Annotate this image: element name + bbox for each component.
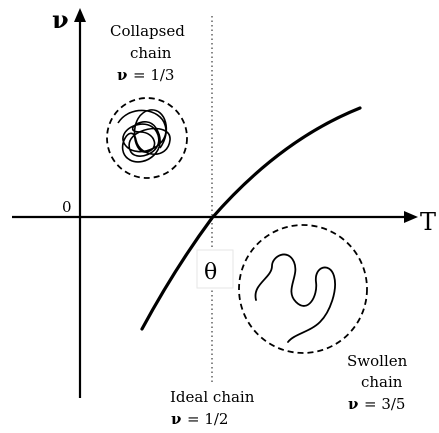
swollen-nu-symbol: ν	[348, 395, 358, 413]
ideal-caption-line1: Ideal chain	[170, 388, 255, 406]
swollen-chain-coil	[255, 254, 335, 342]
ideal-nu-symbol: ν	[171, 410, 181, 428]
origin-label: 0	[62, 198, 72, 216]
y-axis-arrowhead	[74, 8, 86, 22]
collapsed-caption-line1: Collapsed	[110, 22, 185, 40]
collapsed-chain-coil	[118, 110, 170, 162]
collapsed-caption-line2: chain	[130, 44, 172, 62]
swollen-caption-line2: chain	[361, 373, 403, 391]
ideal-nu-value: = 1/2	[187, 410, 228, 428]
swollen-caption-line1: Swollen	[347, 352, 408, 370]
collapsed-nu-symbol: ν	[117, 66, 127, 84]
swollen-chain-circle	[239, 225, 367, 353]
swollen-nu-value: = 3/5	[364, 395, 405, 413]
x-axis-arrowhead	[404, 211, 418, 223]
y-axis-label: ν	[52, 5, 69, 34]
nu-vs-temperature-curve	[142, 108, 360, 329]
theta-label: θ	[204, 260, 217, 285]
x-axis-label: T	[420, 208, 436, 236]
collapsed-nu-value: = 1/3	[133, 66, 174, 84]
